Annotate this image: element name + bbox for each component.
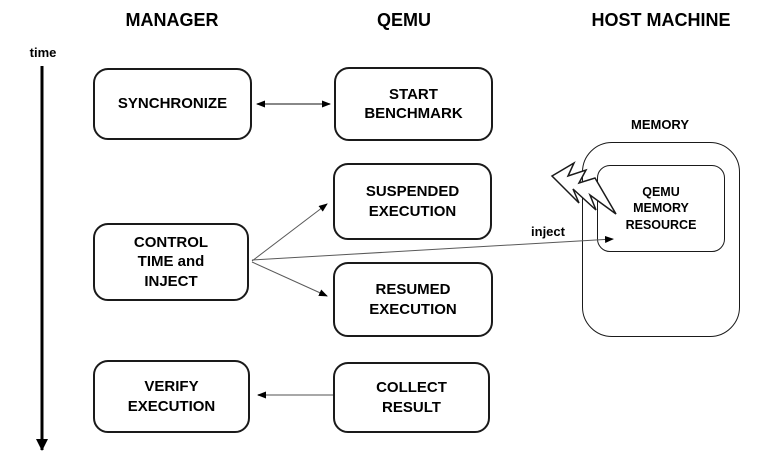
box-collect-result: COLLECT RESULT bbox=[333, 362, 490, 433]
inject-label: inject bbox=[531, 224, 565, 239]
memory-label: MEMORY bbox=[630, 117, 690, 132]
column-title-manager: MANAGER bbox=[125, 10, 219, 30]
box-resumed-execution: RESUMED EXECUTION bbox=[333, 262, 493, 337]
arrow-control-inject bbox=[251, 235, 614, 261]
box-qemu-memory-resource: QEMU MEMORY RESOURCE bbox=[597, 165, 725, 252]
arrow-control-suspended bbox=[251, 203, 328, 262]
arrow-control-resumed bbox=[251, 261, 328, 297]
box-start-benchmark: START BENCHMARK bbox=[334, 67, 493, 141]
box-synchronize: SYNCHRONIZE bbox=[93, 68, 252, 140]
box-control-time-inject: CONTROL TIME and INJECT bbox=[93, 223, 249, 301]
box-suspended-execution: SUSPENDED EXECUTION bbox=[333, 163, 492, 240]
box-verify-execution: VERIFY EXECUTION bbox=[93, 360, 250, 433]
column-title-host-machine: HOST MACHINE bbox=[591, 10, 731, 30]
time-label: time bbox=[29, 45, 57, 60]
column-title-qemu: QEMU bbox=[377, 10, 431, 30]
